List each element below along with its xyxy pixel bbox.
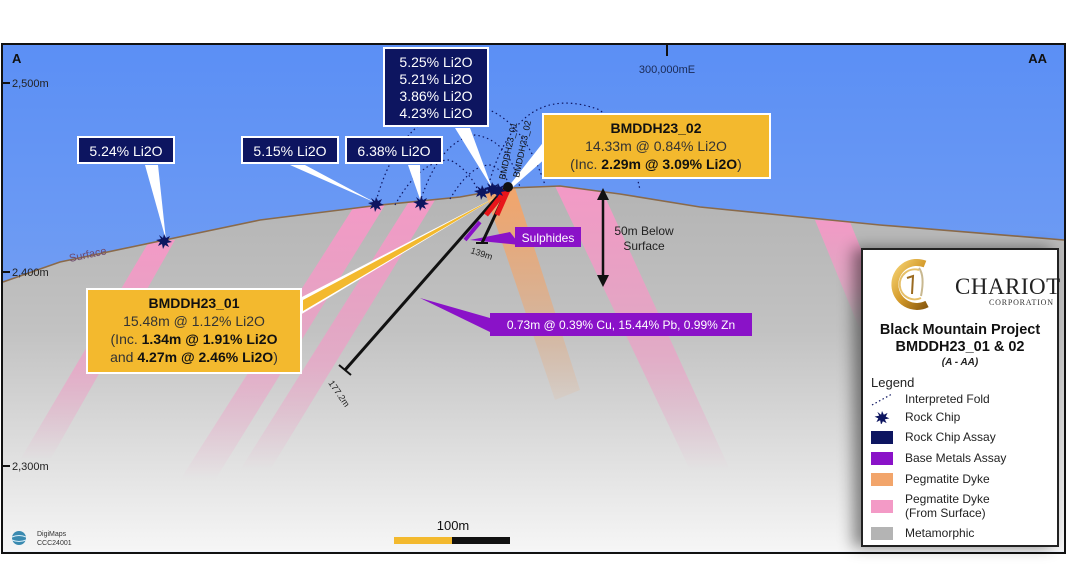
callout-pointers	[145, 128, 555, 332]
brand-name: CHARIOT	[955, 274, 1061, 299]
scale-bar: 100m	[394, 518, 510, 544]
interpreted-folds	[374, 102, 641, 206]
legend-heading: Legend	[871, 375, 915, 390]
svg-text:5.21% Li2O: 5.21% Li2O	[399, 71, 472, 87]
drillhole-intercept-red-01	[484, 188, 508, 217]
legend-item-interpreted-fold: Interpreted Fold	[871, 392, 990, 406]
sulphides-callout: Sulphides	[515, 227, 581, 247]
base-metals-pointer	[420, 298, 490, 332]
svg-text:4.23% Li2O: 4.23% Li2O	[399, 105, 472, 121]
svg-text:Sulphides: Sulphides	[522, 231, 575, 245]
legend-item-metamorphic: Metamorphic	[871, 526, 974, 540]
legend-item-pegmatite-dyke-surface: Pegmatite Dyke(From Surface)	[871, 492, 990, 520]
elevation-label-2300: 2,300m	[12, 461, 49, 473]
drillhole-intercept-red-02	[494, 188, 511, 217]
svg-text:CCC24001: CCC24001	[37, 540, 72, 547]
elevation-label-2400: 2,400m	[12, 267, 49, 279]
svg-text:DigiMaps: DigiMaps	[37, 531, 67, 538]
starburst-icon	[874, 410, 890, 424]
intercept-callout-bmddh23-02: BMDDH23_02 14.33m @ 0.84% Li2O (Inc. 2.2…	[542, 113, 771, 179]
section-end-label: AA	[1028, 51, 1047, 66]
chariot-emblem-icon	[891, 258, 929, 310]
metamorphic-swatch	[871, 526, 893, 540]
svg-text:14.33m @ 0.84% Li2O: 14.33m @ 0.84% Li2O	[585, 138, 727, 154]
rock-chip-icon	[490, 183, 506, 198]
rock-chip-icon	[156, 234, 172, 249]
drill-collar	[503, 182, 513, 192]
svg-text:0.73m @ 0.39% Cu, 15.44% Pb, 0: 0.73m @ 0.39% Cu, 15.44% Pb, 0.99% Zn	[507, 318, 735, 332]
pegmatite-dyke-swatch	[871, 472, 893, 486]
section-name: (A - AA)	[941, 357, 979, 368]
svg-text:BMDDH23_02: BMDDH23_02	[610, 120, 701, 136]
svg-text:6.38% Li2O: 6.38% Li2O	[357, 143, 430, 159]
svg-text:3.86% Li2O: 3.86% Li2O	[399, 88, 472, 104]
easting-label: 300,000mE	[639, 64, 695, 76]
rock-chip-markers	[156, 182, 506, 249]
svg-text:5.25% Li2O: 5.25% Li2O	[399, 54, 472, 70]
svg-text:5.15% Li2O: 5.15% Li2O	[253, 143, 326, 159]
drillhole-sulphide-segment	[463, 220, 482, 242]
dotted-line-icon	[871, 392, 893, 406]
elevation-label-2500: 2,500m	[12, 78, 49, 90]
intercept-callout-bmddh23-01: BMDDH23_01 15.48m @ 1.12% Li2O (Inc. 1.3…	[86, 288, 302, 374]
rock-chip-assay-swatch	[871, 430, 893, 444]
drillhole-bmddh23-01-trace	[343, 187, 507, 371]
legend-item-base-metals-assay: Base Metals Assay	[871, 451, 1006, 465]
svg-text:50m Below: 50m Below	[614, 224, 674, 238]
rock-chip-icon	[413, 196, 429, 211]
depth-arrow: 50m Below Surface	[597, 188, 674, 287]
legend-item-pegmatite-dyke: Pegmatite Dyke	[871, 472, 990, 486]
rock-chip-icon	[368, 197, 384, 212]
svg-text:15.48m @ 1.12% Li2O: 15.48m @ 1.12% Li2O	[123, 313, 265, 329]
rock-chip-callout-4: 5.25% Li2O 5.21% Li2O 3.86% Li2O 4.23% L…	[383, 47, 489, 127]
chariot-logo: CHARIOT CORPORATION	[885, 256, 1060, 312]
svg-text:BMDDH23_01: BMDDH23_01	[148, 295, 239, 311]
base-metals-callout: 0.73m @ 0.39% Cu, 15.44% Pb, 0.99% Zn	[490, 313, 752, 336]
globe-icon	[12, 531, 26, 545]
drillhole-01-end-tick	[338, 364, 352, 376]
svg-text:and 4.27m @ 2.46% Li2O): and 4.27m @ 2.46% Li2O)	[110, 349, 278, 365]
sulphides-pointer	[470, 232, 520, 245]
brand-subtitle: CORPORATION	[989, 298, 1054, 307]
svg-text:100m: 100m	[437, 518, 470, 533]
figure-frame	[1, 43, 1066, 554]
svg-text:(Inc. 1.34m @ 1.91% Li2O: (Inc. 1.34m @ 1.91% Li2O	[111, 331, 278, 347]
base-metals-assay-swatch	[871, 451, 893, 465]
svg-text:(Inc. 2.29m @ 3.09% Li2O): (Inc. 2.29m @ 3.09% Li2O)	[570, 156, 742, 172]
svg-text:5.24% Li2O: 5.24% Li2O	[89, 143, 162, 159]
digimaps-credit: DigiMaps CCC24001	[11, 531, 72, 547]
pegmatite-dyke-surface-3	[240, 200, 435, 470]
rock-chip-callout-2: 5.15% Li2O	[241, 136, 339, 164]
pegmatite-surface-swatch	[871, 499, 893, 513]
project-title: Black Mountain Project BMDDH23_01 & 02	[879, 322, 1041, 355]
svg-text:Surface: Surface	[623, 239, 665, 253]
rock-chip-callout-3: 6.38% Li2O	[345, 136, 443, 164]
legend-item-rock-chip: Rock Chip	[871, 410, 960, 424]
rock-chip-callout-1: 5.24% Li2O	[77, 136, 175, 164]
elevation-axis: 2,500m 2,400m 2,300m	[3, 78, 49, 473]
section-start-label: A	[12, 51, 22, 66]
legend-item-rock-chip-assay: Rock Chip Assay	[871, 430, 996, 444]
legend-panel: CHARIOT CORPORATION Black Mountain Proje…	[861, 248, 1060, 547]
